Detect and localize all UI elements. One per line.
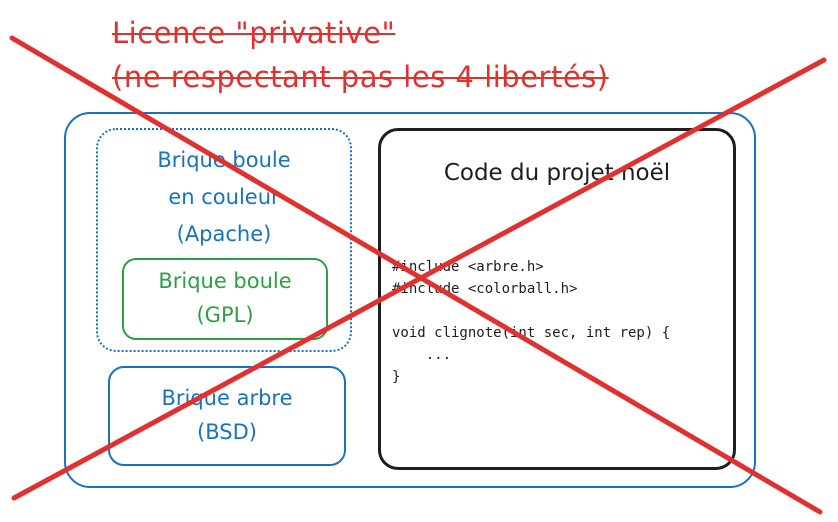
apache-brick-label: Brique boule en couleur (Apache) [157, 148, 291, 246]
gpl-brick-label: Brique boule (GPL) [158, 269, 292, 327]
code-snippet: #include <arbre.h> #include <colorball.h… [392, 259, 671, 385]
title-line-2: (ne respectant pas les 4 libertés) [112, 60, 609, 94]
bsd-brick-label: Brique arbre (BSD) [161, 386, 293, 444]
code-title: Code du projet noël [443, 160, 671, 186]
title-line-1: Licence "privative" [112, 16, 396, 50]
